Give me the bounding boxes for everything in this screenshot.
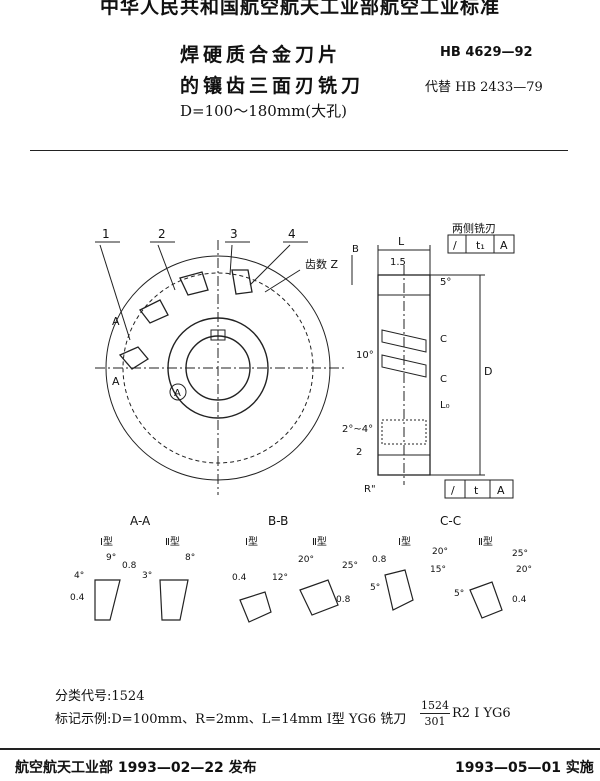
bb-type-2: Ⅱ型 — [312, 535, 327, 548]
tol-bottom-1: / — [451, 484, 455, 497]
section-mark-a-top: A — [112, 315, 120, 328]
bb-rough-04: 0.4 — [232, 573, 247, 583]
cc-angle-20b: 20° — [516, 565, 532, 575]
cc-rough-04: 0.4 — [512, 595, 527, 605]
aa-angle-4: 4° — [74, 571, 84, 581]
cc-angle-20: 20° — [432, 547, 448, 557]
aa-profile-1 — [94, 579, 121, 621]
bb-rough-08: 0.8 — [336, 595, 351, 605]
label-both-sides: 两侧铣刃 — [452, 221, 496, 235]
issuing-org-header: 中华人民共和国航空航天工业部航空工业标准 — [99, 0, 500, 18]
tol-top-3: A — [500, 239, 508, 252]
label-C-top: C — [440, 334, 447, 345]
label-1-5: 1.5 — [390, 257, 406, 268]
bb-angle-12: 12° — [272, 573, 288, 583]
detail-circle — [169, 383, 187, 401]
label-L: L — [398, 235, 405, 248]
cutter-drawing: 1 2 3 4 齿数 Z A A A L 两侧铣刃 B 1.5 5° C C 1… — [70, 221, 532, 623]
marking-fraction: 1524 301 — [420, 699, 450, 728]
detail-mark: A — [174, 388, 181, 399]
cc-type-1: Ⅰ型 — [398, 535, 411, 548]
cc-angle-15: 15° — [430, 565, 446, 575]
fraction-numerator: 1524 — [420, 699, 450, 714]
bb-profile-1 — [239, 591, 272, 623]
tol-top-2: t₁ — [476, 239, 485, 252]
tooth-4 — [231, 269, 253, 295]
side-blade-1 — [381, 329, 427, 353]
aa-type-2: Ⅱ型 — [165, 535, 180, 548]
label-C-bottom: C — [440, 374, 447, 385]
bb-type-1: Ⅰ型 — [245, 535, 258, 548]
replaces-standard: 代替 HB 2433—79 — [425, 80, 543, 95]
cc-type-2: Ⅱ型 — [478, 535, 493, 548]
issue-date: 航空航天工业部 1993—02—22 发布 — [15, 760, 257, 776]
fraction-denominator: 301 — [424, 715, 446, 728]
cc-profile-2 — [469, 581, 503, 619]
classification-code: 分类代号:1524 — [55, 689, 145, 704]
title-line-2: 的镶齿三面刃铣刀 — [180, 75, 365, 97]
section-aa-title: A-A — [130, 514, 151, 528]
bb-angle-20: 20° — [298, 555, 314, 565]
tol-bottom-3: A — [497, 484, 505, 497]
cc-angle-5: 5° — [370, 583, 380, 593]
aa-profile-2 — [159, 579, 189, 621]
marking-example: 标记示例:D=100mm、R=2mm、L=14mm Ⅰ型 YG6 铣刀 — [55, 712, 407, 727]
teeth-count-label: 齿数 Z — [305, 258, 338, 271]
footer-rule — [0, 748, 600, 750]
title-line-1: 焊硬质合金刀片 — [180, 44, 342, 66]
tol-top-1: / — [453, 239, 457, 252]
aa-angle-8: 8° — [185, 553, 195, 563]
aa-angle-3: 3° — [142, 571, 152, 581]
label-2: 2 — [356, 447, 362, 458]
label-R: R" — [364, 484, 376, 495]
callout-4: 4 — [288, 227, 296, 241]
section-mark-a-bottom: A — [112, 375, 120, 388]
subtitle-size-range: D=100～180mm(大孔) — [180, 102, 348, 120]
tooth-2 — [139, 299, 169, 324]
aa-rough-04: 0.4 — [70, 593, 85, 603]
callout-1: 1 — [102, 227, 110, 241]
label-2-4deg: 2°~4° — [342, 424, 373, 435]
side-blade-2 — [381, 354, 427, 378]
aa-angle-9: 9° — [106, 553, 116, 563]
tolerance-frame-top — [447, 234, 515, 254]
standard-number: HB 4629—92 — [440, 45, 533, 60]
section-cc-title: C-C — [440, 514, 461, 528]
label-5deg: 5° — [440, 277, 451, 288]
tooth-1 — [118, 346, 149, 370]
aa-rough-08: 0.8 — [122, 561, 137, 571]
cc-profile-1 — [384, 569, 414, 611]
bb-profile-2 — [299, 579, 339, 616]
label-L0: L₀ — [440, 400, 450, 411]
tolerance-frame-bottom — [444, 479, 514, 499]
cc-rough-08: 0.8 — [372, 555, 387, 565]
tooth-3 — [179, 271, 209, 296]
callout-3: 3 — [230, 227, 238, 241]
label-10deg: 10° — [356, 350, 374, 361]
aa-type-1: Ⅰ型 — [100, 535, 113, 548]
bb-angle-25: 25° — [342, 561, 358, 571]
effective-date: 1993—05—01 实施 — [455, 760, 594, 776]
tol-bottom-2: t — [474, 484, 479, 497]
cc-angle-25: 25° — [512, 549, 528, 559]
section-bb-title: B-B — [268, 514, 288, 528]
cc-angle-5b: 5° — [454, 589, 464, 599]
label-B: B — [352, 244, 359, 255]
label-D: D — [484, 365, 492, 378]
side-hatch — [381, 419, 427, 445]
callout-2: 2 — [158, 227, 166, 241]
marking-tail: R2 Ⅰ YG6 — [452, 706, 511, 721]
header-rule — [30, 150, 568, 151]
